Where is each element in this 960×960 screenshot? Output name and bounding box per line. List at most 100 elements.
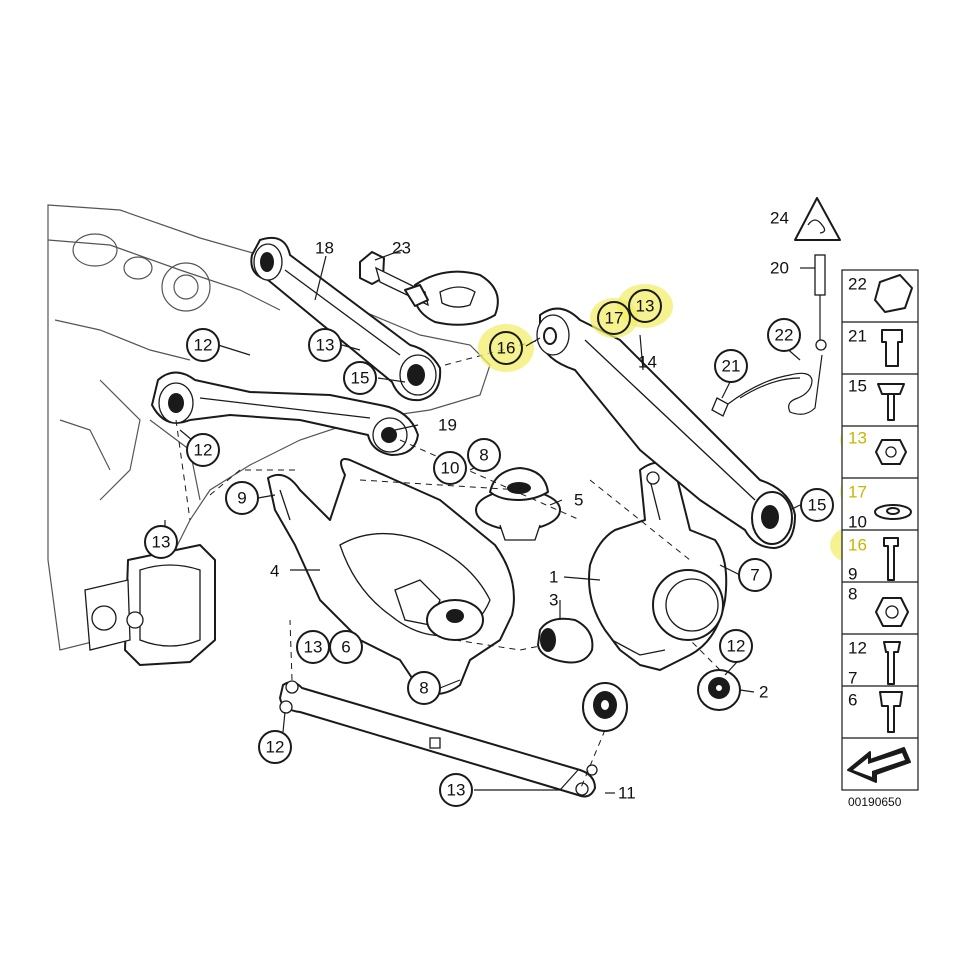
svg-text:24: 24 [770, 209, 789, 228]
upper-control-arm [250, 236, 442, 402]
legend-item-8: 8 [848, 585, 857, 604]
label-24: 24 [770, 209, 789, 228]
svg-text:12: 12 [194, 336, 213, 355]
svg-text:17: 17 [605, 309, 624, 328]
svg-text:8: 8 [479, 446, 488, 465]
svg-text:23: 23 [392, 239, 411, 258]
label-11: 11 [618, 784, 636, 803]
parts-legend: 22 21 15 13 17 10 16 9 8 12 7 6 00190650 [841, 269, 919, 809]
legend-item-9: 9 [848, 565, 857, 584]
label-3: 3 [549, 591, 558, 610]
svg-text:6: 6 [341, 638, 350, 657]
svg-text:4: 4 [270, 562, 279, 581]
socket-bolt-icon [881, 329, 903, 367]
legend-item-15: 15 [848, 377, 867, 396]
callout-10: 10 [433, 451, 467, 485]
svg-text:13: 13 [152, 533, 171, 552]
callout-13-a: 13 [308, 328, 342, 362]
svg-text:13: 13 [316, 336, 335, 355]
callout-13-c: 13 [296, 630, 330, 664]
label-14: 14 [638, 353, 657, 372]
callout-12-b: 12 [186, 433, 220, 467]
callouts: 12 13 15 18 23 19 12 10 8 9 5 13 4 1 3 7… [144, 209, 834, 807]
svg-text:10: 10 [441, 459, 460, 478]
flange-bolt-icon [877, 383, 905, 421]
svg-text:3: 3 [549, 591, 558, 610]
callout-15-a: 15 [343, 361, 377, 395]
subframe-mount [84, 544, 216, 666]
svg-text:11: 11 [618, 784, 636, 803]
callout-15-b: 15 [800, 488, 834, 522]
svg-text:12: 12 [194, 441, 213, 460]
legend-item-7: 7 [848, 669, 857, 688]
callout-12-a: 12 [186, 328, 220, 362]
callout-7: 7 [738, 558, 772, 592]
diagram-code: 00190650 [848, 795, 902, 809]
label-19: 19 [438, 416, 457, 435]
svg-text:7: 7 [750, 566, 759, 585]
svg-text:13: 13 [636, 297, 655, 316]
trailing-arm [536, 307, 796, 549]
svg-text:13: 13 [304, 638, 323, 657]
svg-text:21: 21 [722, 357, 741, 376]
label-20: 20 [770, 259, 789, 278]
callout-13-d: 13 [439, 773, 473, 807]
camber-link [151, 371, 419, 456]
svg-text:12: 12 [727, 637, 746, 656]
callout-17-highlighted: 17 [597, 301, 631, 335]
legend-item-12: 12 [848, 639, 867, 658]
svg-text:1: 1 [549, 568, 558, 587]
svg-text:22: 22 [775, 326, 794, 345]
long-bolt-icon [883, 641, 901, 685]
legend-item-17: 17 [848, 483, 867, 502]
svg-text:18: 18 [315, 239, 334, 258]
svg-text:16: 16 [497, 339, 516, 358]
label-2: 2 [759, 683, 768, 702]
label-5: 5 [574, 491, 583, 510]
thrust-rod [279, 680, 598, 798]
callout-6: 6 [329, 630, 363, 664]
label-23: 23 [392, 239, 411, 258]
svg-text:9: 9 [237, 489, 246, 508]
hex-bolt-icon [883, 537, 899, 581]
svg-text:2: 2 [759, 683, 768, 702]
wheel-carrier [588, 461, 728, 671]
svg-text:5: 5 [574, 491, 583, 510]
legend-item-21: 21 [848, 327, 867, 346]
legend-item-16: 16 [848, 536, 867, 555]
callout-22: 22 [767, 318, 801, 352]
svg-text:14: 14 [638, 353, 657, 372]
label-1: 1 [549, 568, 558, 587]
callout-21: 21 [714, 349, 748, 383]
legend-item-22: 22 [848, 275, 867, 294]
speed-sensor [711, 254, 827, 417]
legend-item-13: 13 [848, 429, 867, 448]
svg-text:13: 13 [447, 781, 466, 800]
label-18: 18 [315, 239, 334, 258]
svg-text:19: 19 [438, 416, 457, 435]
callout-13-b: 13 [144, 525, 178, 559]
callout-12-d: 12 [258, 730, 292, 764]
svg-text:15: 15 [808, 496, 827, 515]
warning-triangle-icon [794, 197, 841, 241]
svg-text:12: 12 [266, 738, 285, 757]
shock-mount [475, 467, 561, 541]
svg-text:15: 15 [351, 369, 370, 388]
callout-12-c: 12 [719, 629, 753, 663]
callout-8-a: 8 [467, 438, 501, 472]
label-4: 4 [270, 562, 279, 581]
legend-item-6: 6 [848, 691, 857, 710]
collar-bolt-icon [879, 691, 903, 733]
clamp-icon [874, 274, 913, 313]
callout-13-highlighted: 13 [628, 289, 662, 323]
callout-8-b: 8 [407, 671, 441, 705]
callout-16-highlighted: 16 [489, 331, 523, 365]
rubber-mount [537, 617, 594, 664]
callout-9: 9 [225, 481, 259, 515]
lower-wishbone [267, 458, 515, 695]
spring-pad [359, 251, 499, 326]
svg-text:8: 8 [419, 679, 428, 698]
bushings [582, 669, 741, 732]
svg-text:20: 20 [770, 259, 789, 278]
